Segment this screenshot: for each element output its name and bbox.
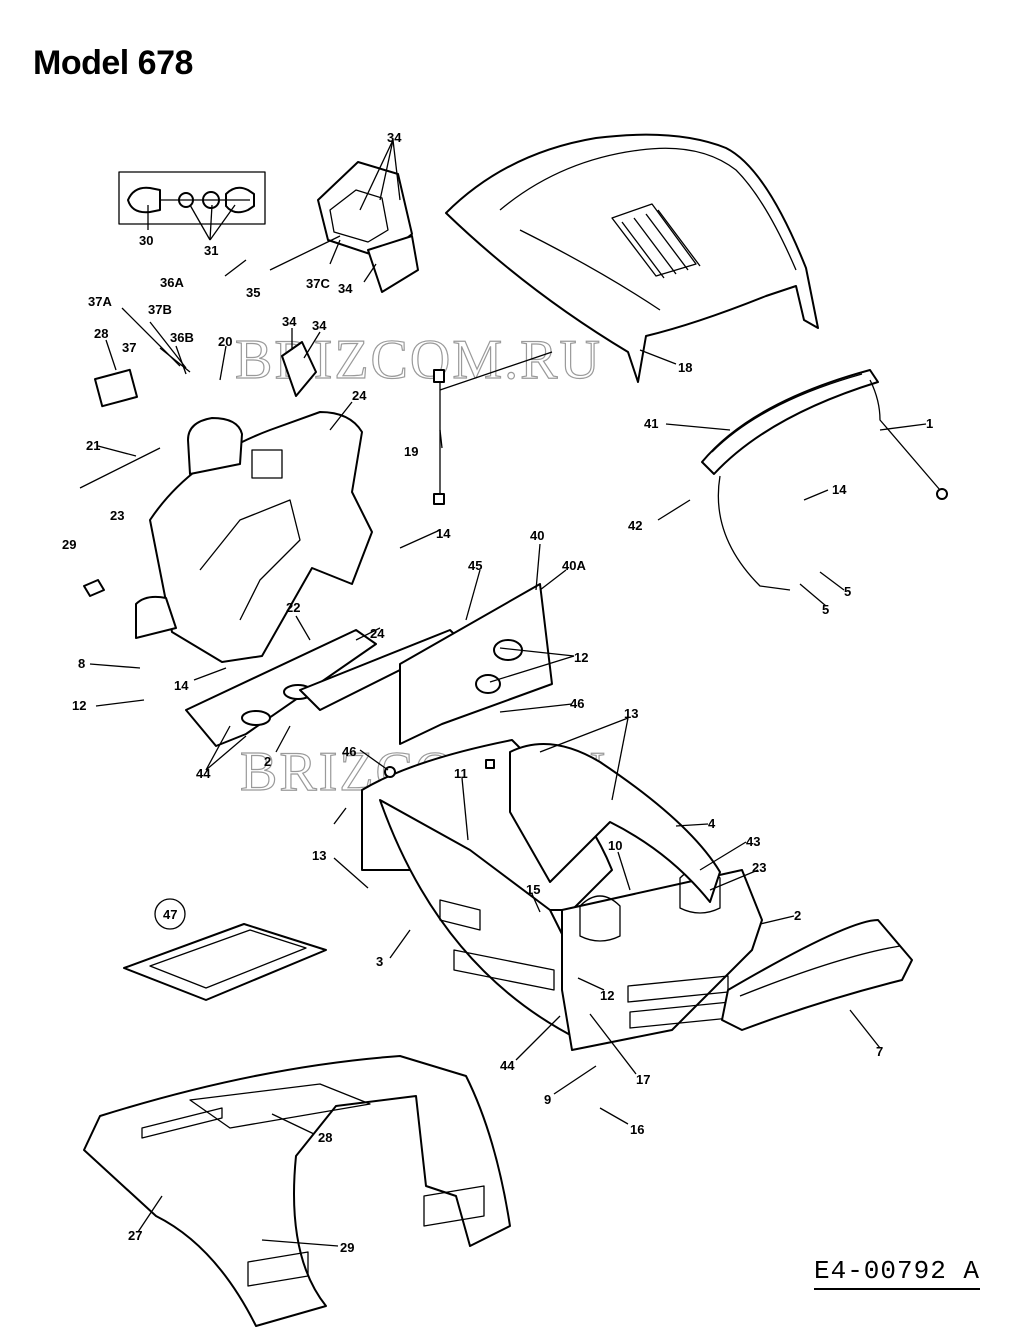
callout-38: 37C bbox=[306, 276, 330, 291]
callout-44: 44 bbox=[500, 1058, 515, 1073]
part-47-decal-sheet bbox=[123, 898, 327, 1001]
callout-2-a: 2 bbox=[264, 754, 271, 769]
callout-3: 3 bbox=[376, 954, 383, 969]
callout-28: 28 bbox=[318, 1130, 332, 1145]
part-7-bumper bbox=[721, 919, 913, 1031]
callout-43: 43 bbox=[746, 834, 760, 849]
callout-14-c: 14 bbox=[174, 678, 189, 693]
callout-19: 19 bbox=[404, 444, 418, 459]
callout-46-a: 45 bbox=[468, 558, 482, 573]
callout-14-a: 14 bbox=[832, 482, 847, 497]
part-19-rod bbox=[433, 351, 553, 505]
part-27-fender bbox=[83, 1055, 511, 1327]
callout-46-b: 46 bbox=[570, 696, 584, 711]
callout-23: 23 bbox=[752, 860, 766, 875]
part-26-dash-panel bbox=[149, 411, 373, 663]
callout-labels: 34 30 31 36A 35 37C 34 37A 37B 34 34 28 … bbox=[62, 130, 933, 1255]
callout-14-b: 14 bbox=[436, 526, 451, 541]
callout-27: 27 bbox=[128, 1228, 142, 1243]
callout-37: 36B bbox=[170, 330, 194, 345]
callout-13-b: 13 bbox=[312, 848, 326, 863]
page-title: Model 678 bbox=[33, 44, 193, 82]
callout-37C: 37B bbox=[148, 302, 172, 317]
callout-18: 18 bbox=[678, 360, 692, 375]
callout-26: 24 bbox=[352, 388, 367, 403]
small-hardware bbox=[79, 341, 495, 778]
callout-4: 4 bbox=[708, 816, 716, 831]
part-46-panel bbox=[399, 583, 553, 745]
callout-12-c: 12 bbox=[600, 988, 614, 1003]
callout-10: 10 bbox=[608, 838, 622, 853]
callout-12-a: 12 bbox=[574, 650, 588, 665]
callout-20: 20 bbox=[218, 334, 232, 349]
part-45-base-plate bbox=[185, 629, 461, 747]
part-32-33-assembly bbox=[118, 171, 266, 225]
callout-15: 15 bbox=[526, 882, 540, 897]
part-18-hood bbox=[445, 133, 819, 383]
callout-33: 31 bbox=[204, 243, 218, 258]
drawing-code: E4-00792 A bbox=[814, 1256, 981, 1290]
callout-37B: 37A bbox=[88, 294, 112, 309]
callout-34-b: 34 bbox=[338, 281, 353, 296]
callout-34: 34 bbox=[387, 130, 402, 145]
callout-5-b: 5 bbox=[822, 602, 829, 617]
callout-11: 11 bbox=[454, 766, 468, 781]
callout-12-b: 12 bbox=[72, 698, 86, 713]
callout-2-b: 2 bbox=[794, 908, 801, 923]
callout-8: 8 bbox=[78, 656, 85, 671]
callout-1: 1 bbox=[926, 416, 933, 431]
callout-17: 17 bbox=[636, 1072, 650, 1087]
callout-48: 46 bbox=[342, 744, 356, 759]
callout-36B: 36A bbox=[160, 275, 184, 290]
part-1-41-hinge-frame bbox=[701, 369, 948, 591]
callout-30: 28 bbox=[94, 326, 108, 341]
callout-7: 7 bbox=[876, 1044, 883, 1059]
callout-16: 16 bbox=[630, 1122, 644, 1137]
callout-41: 41 bbox=[644, 416, 658, 431]
callout-40A: 40A bbox=[562, 558, 586, 573]
callout-42: 42 bbox=[628, 518, 642, 533]
leader-lines bbox=[89, 139, 927, 1247]
callout-34-c: 34 bbox=[312, 318, 327, 333]
callout-5-a: 5 bbox=[844, 584, 851, 599]
callout-21: 21 bbox=[86, 438, 100, 453]
callout-32: 30 bbox=[139, 233, 153, 248]
callout-9: 9 bbox=[544, 1092, 551, 1107]
part-34-bracket bbox=[317, 161, 419, 293]
part-4-headlight-frame bbox=[509, 743, 721, 903]
callout-35: 34 bbox=[282, 314, 297, 329]
callout-40: 40 bbox=[530, 528, 544, 543]
callout-22: 22 bbox=[286, 600, 300, 615]
callout-24: 24 bbox=[370, 626, 385, 641]
callout-37A: 37 bbox=[122, 340, 136, 355]
callout-45: 44 bbox=[196, 766, 211, 781]
callout-25: 23 bbox=[110, 508, 124, 523]
callout-36A: 35 bbox=[246, 285, 260, 300]
callout-47: 47 bbox=[163, 907, 177, 922]
callout-29: 29 bbox=[340, 1240, 354, 1255]
callout-31: 29 bbox=[62, 537, 76, 552]
callout-13-a: 13 bbox=[624, 706, 638, 721]
